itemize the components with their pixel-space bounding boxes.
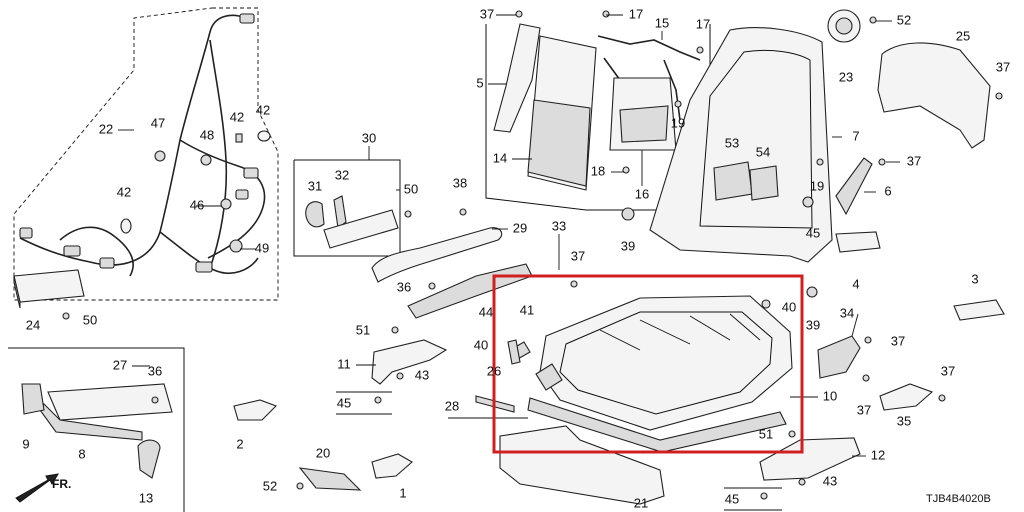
callout-c16: 16 <box>635 186 649 201</box>
callout-c44: 44 <box>479 304 493 319</box>
callout-c37g: 37 <box>857 402 871 417</box>
drawing-code: TJB4B4020B <box>926 493 991 505</box>
callout-c51: 51 <box>356 322 370 337</box>
callout-c21: 21 <box>634 495 648 510</box>
callout-c14: 14 <box>493 150 507 165</box>
side-module <box>13 269 85 309</box>
callout-c17b: 17 <box>696 16 710 31</box>
callout-c19: 19 <box>671 115 685 130</box>
fasteners <box>62 10 1003 500</box>
callout-c23: 23 <box>839 69 853 84</box>
callout-c32: 32 <box>335 167 349 182</box>
callout-c9: 9 <box>22 436 29 451</box>
leader-lines <box>118 14 900 457</box>
right-lower-parts <box>759 335 934 481</box>
callout-c34: 34 <box>840 305 854 320</box>
callout-c37e: 37 <box>891 333 905 348</box>
callout-c50: 50 <box>404 181 418 196</box>
callout-c46: 46 <box>190 197 204 212</box>
callout-c39b: 39 <box>806 317 820 332</box>
callout-c36: 36 <box>148 363 162 378</box>
cushion-frame <box>509 295 793 453</box>
trim-group-frame <box>8 347 185 512</box>
rail-covers <box>371 227 533 319</box>
callout-c27: 27 <box>113 357 127 372</box>
callout-c53: 53 <box>725 135 739 150</box>
callout-c42c: 42 <box>117 184 131 199</box>
highlight-box <box>492 274 804 454</box>
callout-c50b: 50 <box>83 312 97 327</box>
harness-group-frame <box>13 7 279 301</box>
callout-c45c: 45 <box>725 491 739 506</box>
callout-c11: 11 <box>337 356 351 371</box>
callout-c1: 1 <box>399 485 406 500</box>
callout-c3: 3 <box>971 271 978 286</box>
callout-c48: 48 <box>200 127 214 142</box>
callout-c52b: 52 <box>263 478 277 493</box>
callout-c45b: 45 <box>806 225 820 240</box>
recliner-covers <box>305 195 399 249</box>
callout-c54: 54 <box>756 144 770 159</box>
callout-c37d: 37 <box>907 153 921 168</box>
callout-c52: 52 <box>897 12 911 27</box>
callout-c41: 41 <box>520 302 534 317</box>
callout-labels: 1234567891011121314151617171819192021222… <box>22 6 1010 510</box>
callout-c18: 18 <box>591 163 605 178</box>
callout-c40b: 40 <box>474 337 488 352</box>
callout-c26: 26 <box>487 363 501 378</box>
callout-c25: 25 <box>956 28 970 43</box>
front-direction-indicator: FR. <box>15 473 71 503</box>
callout-c35: 35 <box>897 413 911 428</box>
callout-c37b: 37 <box>571 248 585 263</box>
callout-c12: 12 <box>871 447 885 462</box>
callout-c13: 13 <box>139 490 153 505</box>
callout-c33: 33 <box>552 218 566 233</box>
callout-c43b: 43 <box>823 473 837 488</box>
shield-upper <box>493 23 541 133</box>
callout-c5: 5 <box>476 75 483 90</box>
callout-c31: 31 <box>308 178 322 193</box>
callout-c37: 37 <box>480 6 494 21</box>
callout-c8: 8 <box>78 446 85 461</box>
callout-c7: 7 <box>852 128 859 143</box>
callout-c47: 47 <box>151 115 165 130</box>
callout-c37c: 37 <box>996 59 1010 74</box>
callout-c20: 20 <box>316 445 330 460</box>
callout-c10: 10 <box>823 388 837 403</box>
callout-c42: 42 <box>230 109 244 124</box>
callout-c24: 24 <box>26 317 40 332</box>
right-upper-parts <box>806 9 1005 321</box>
wire-harness <box>19 13 271 277</box>
callout-c37f: 37 <box>941 363 955 378</box>
callout-c28: 28 <box>445 398 459 413</box>
front-direction-label: FR. <box>52 477 71 491</box>
callout-c45: 45 <box>337 395 351 410</box>
callout-c51b: 51 <box>759 426 773 441</box>
callout-c2: 2 <box>236 436 243 451</box>
callout-c40: 40 <box>782 299 796 314</box>
callout-c17: 17 <box>629 6 643 21</box>
seat-back-frame <box>649 27 833 263</box>
callout-c29: 29 <box>513 220 527 235</box>
callout-c36b: 36 <box>397 279 411 294</box>
callout-c22: 22 <box>99 121 113 136</box>
callout-c6: 6 <box>884 183 891 198</box>
callout-c39: 39 <box>621 238 635 253</box>
lower-cover <box>499 425 665 505</box>
callout-c30: 30 <box>362 130 376 145</box>
callout-c19b: 19 <box>810 178 824 193</box>
front-arrow-icon <box>15 473 59 503</box>
callout-c38: 38 <box>453 175 467 190</box>
back-panel <box>527 35 701 221</box>
callout-c4: 4 <box>852 276 859 291</box>
callout-c43: 43 <box>415 367 429 382</box>
callout-c15: 15 <box>655 15 669 30</box>
callout-c49: 49 <box>255 240 269 255</box>
lower-left-parts <box>21 383 413 491</box>
callout-c42b: 42 <box>256 102 270 117</box>
